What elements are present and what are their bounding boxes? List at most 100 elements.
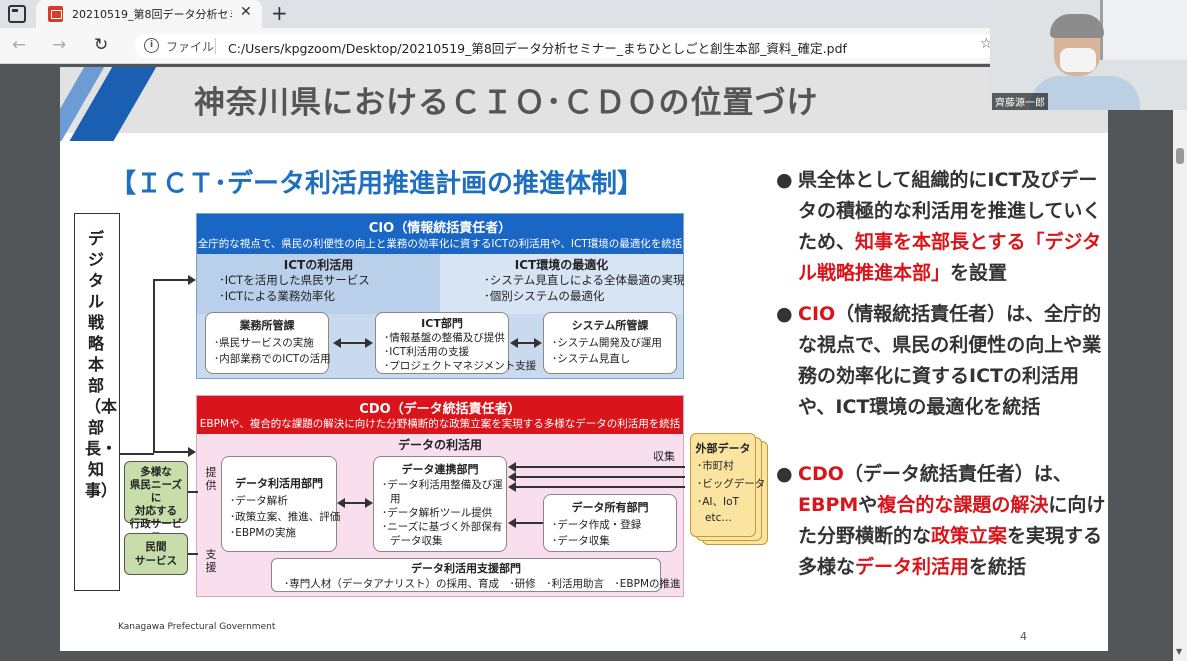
list-item: ･データ解析 bbox=[230, 495, 288, 507]
list-item: ･専門人材（データアナリスト）の採用、育成 ･研修 ･利活用助言 ･EBPMの推… bbox=[284, 578, 681, 590]
webcam-video[interactable]: 齊藤源一郎 bbox=[990, 0, 1187, 110]
close-tab-button[interactable]: ✕ bbox=[240, 4, 252, 20]
tab-bar: 20210519_第8回データ分析セミナー_ ✕ + bbox=[0, 0, 1187, 28]
bullet-dot: ● bbox=[776, 463, 793, 485]
scroll-down-icon[interactable]: ▼ bbox=[1176, 647, 1183, 656]
connector bbox=[343, 502, 365, 504]
scrollbar[interactable] bbox=[1173, 64, 1187, 661]
arrow-left-icon bbox=[333, 338, 341, 348]
bullet-text: （情報統括責任者）は、全庁的な視点で、県民の利便性の向上や業務の効率化に資するI… bbox=[798, 303, 1102, 418]
bullet-dot: ● bbox=[776, 169, 793, 191]
business-division-box: 業務所管課 ･県民サービスの実施 ･内部業務でのICTの活用 bbox=[205, 312, 331, 374]
collect-label: 収集 bbox=[653, 450, 675, 463]
list-item: ･データ作成・登録 bbox=[552, 519, 642, 531]
footer-org-name: Kanagawa Prefectural Government bbox=[118, 622, 276, 632]
arrow-left-icon bbox=[508, 482, 516, 492]
cdo-title: CDO（データ統括責任者） bbox=[359, 402, 521, 417]
cio-header: CIO（情報統括責任者） 全庁的な視点で、県民の利便性の向上と業務の効率化に資す… bbox=[197, 214, 683, 254]
list-item: ･EBPMの実施 bbox=[230, 527, 296, 539]
separator bbox=[215, 38, 216, 54]
list-item: ･システム見直し bbox=[552, 353, 631, 365]
ict-department-box: ICT部門 ･情報基盤の整備及び提供 ･ICT利活用の支援 ･プロジェクトマネジ… bbox=[375, 312, 536, 374]
favorite-star-icon[interactable]: ☆ bbox=[980, 36, 993, 52]
workspaces-icon[interactable] bbox=[8, 5, 26, 23]
connector bbox=[339, 342, 365, 344]
cio-title: CIO（情報統括責任者） bbox=[368, 221, 512, 236]
connector bbox=[153, 279, 155, 453]
digital-strategy-hq-label: デジタル戦略本部（本部長・知事） bbox=[85, 229, 118, 500]
list-item: 用 bbox=[390, 493, 401, 505]
bullet-highlight: EBPM bbox=[798, 494, 859, 516]
bullet-highlight: 政策立案 bbox=[931, 525, 1008, 547]
reload-button[interactable]: ↻ bbox=[94, 35, 109, 55]
list-item: ･データ解析ツール提供 bbox=[382, 507, 493, 519]
slide-subtitle: 【ＩＣＴ･データ利活用推進計画の推進体制】 bbox=[110, 169, 644, 199]
list-item: etc… bbox=[705, 512, 732, 524]
connector bbox=[515, 476, 685, 478]
forward-button[interactable]: → bbox=[52, 35, 67, 55]
data-support-dept-box: データ利活用支援部門 ･専門人材（データアナリスト）の採用、育成 ･研修 ･利活… bbox=[271, 558, 681, 592]
info-icon[interactable]: i bbox=[144, 38, 159, 53]
back-button[interactable]: ← bbox=[12, 35, 27, 55]
box-heading: データ所有部門 bbox=[571, 501, 649, 514]
data-linkage-dept-box: データ連携部門 ･データ利活用整備及び運 用 ･データ解析ツール提供 ･ニーズに… bbox=[373, 456, 507, 552]
cio-description: 全庁的な視点で、県民の利便性の向上と業務の効率化に資するICTの利活用や、ICT… bbox=[197, 238, 683, 250]
list-item: ･プロジェクトマネジメント支援 bbox=[384, 360, 537, 372]
pdf-icon bbox=[48, 6, 63, 22]
connector bbox=[188, 553, 198, 555]
connector bbox=[188, 491, 198, 493]
data-utilization-heading: データの利活用 bbox=[397, 438, 482, 452]
cdo-description: EBPMや、複合的な課題の解決に向けた分野横断的な政策立案を実現する多様なデータ… bbox=[199, 418, 681, 430]
new-tab-button[interactable]: + bbox=[271, 1, 288, 25]
connector bbox=[515, 466, 685, 468]
cdo-header: CDO（データ統括責任者） EBPMや、複合的な課題の解決に向けた分野横断的な政… bbox=[197, 396, 683, 434]
url-field[interactable]: i ファイル C:/Users/kpgzoom/Desktop/20210519… bbox=[134, 34, 994, 58]
box-heading: データ連携部門 bbox=[401, 463, 479, 476]
list-item: ･ニーズに基づく外部保有 bbox=[382, 521, 503, 533]
connector bbox=[515, 522, 543, 524]
title-band: 神奈川県におけるＣＩＯ･ＣＤＯの位置づけ bbox=[60, 67, 1108, 141]
connector bbox=[153, 451, 189, 453]
bullet-text: に向けた分野横断的な bbox=[798, 494, 1106, 547]
list-item: ･ビッグデータ bbox=[697, 478, 766, 490]
citizen-services-label: 多様な 県民ニーズに 対応する 行政サービス bbox=[129, 466, 183, 543]
scrollbar-thumb[interactable] bbox=[1176, 148, 1184, 164]
citizen-services-box: 多様な 県民ニーズに 対応する 行政サービス bbox=[124, 461, 188, 543]
ict-optimization-heading: ICT環境の最適化 bbox=[514, 258, 609, 272]
arrow-right-icon bbox=[534, 338, 542, 348]
list-item: ･データ利活用整備及び運 bbox=[382, 479, 503, 491]
list-item: ･システム開発及び運用 bbox=[552, 337, 662, 349]
list-item: ･内部業務でのICTの活用 bbox=[214, 353, 331, 365]
bullet-highlight: 複合的な課題の解決 bbox=[877, 494, 1049, 516]
connector bbox=[515, 342, 535, 344]
cdo-block: CDO（データ統括責任者） EBPMや、複合的な課題の解決に向けた分野横断的な政… bbox=[196, 395, 685, 597]
url-text[interactable]: C:/Users/kpgzoom/Desktop/20210519_第8回データ… bbox=[228, 41, 847, 56]
page-number: 4 bbox=[1020, 630, 1027, 643]
external-data-heading: 外部データ bbox=[695, 442, 751, 455]
external-data-box: 外部データ ･市町村 ･ビッグデータ ･AI、IoT etc… bbox=[690, 433, 765, 537]
address-bar: ← → ↻ i ファイル C:/Users/kpgzoom/Desktop/20… bbox=[0, 28, 1187, 64]
arrow-right-icon bbox=[188, 275, 196, 285]
data-owner-dept-box: データ所有部門 ･データ作成・登録 ･データ収集 bbox=[543, 494, 677, 552]
box-heading: データ利活用支援部門 bbox=[411, 562, 521, 575]
box-heading: システム所管課 bbox=[571, 319, 649, 332]
bullet-text: （データ統括責任者）は、 bbox=[843, 463, 1072, 485]
ict-optimization-column: ICT環境の最適化 ･システム見直しによる全体最適の実現 ･個別システムの最適化 bbox=[440, 254, 685, 314]
box-heading: ICT部門 bbox=[421, 317, 463, 330]
arrow-left-icon bbox=[337, 498, 345, 508]
list-item: ･個別システムの最適化 bbox=[484, 289, 605, 303]
list-item: ･市町村 bbox=[697, 460, 734, 472]
tab-pdf-document[interactable]: 20210519_第8回データ分析セミナー_ ✕ bbox=[36, 0, 262, 28]
list-item: ･県民サービスの実施 bbox=[214, 337, 314, 349]
box-heading: 業務所管課 bbox=[239, 319, 295, 332]
arrow-left-icon bbox=[510, 338, 518, 348]
box-heading: データ利活用部門 bbox=[235, 477, 323, 490]
bullet-text: を統括 bbox=[969, 556, 1027, 578]
pdf-page: 神奈川県におけるＣＩＯ･ＣＤＯの位置づけ 【ＩＣＴ･データ利活用推進計画の推進体… bbox=[60, 67, 1108, 651]
participant-name: 齊藤源一郎 bbox=[992, 93, 1048, 110]
bullet-highlight: 知事を本部長とする「デジタル戦略推進本部」 bbox=[798, 231, 1102, 284]
list-item: ･ICTを活用した県民サービス bbox=[219, 273, 370, 287]
bullet-text: を設置 bbox=[950, 262, 1008, 284]
arrow-right-icon bbox=[365, 498, 373, 508]
bullet-highlight: CIO bbox=[798, 303, 836, 325]
